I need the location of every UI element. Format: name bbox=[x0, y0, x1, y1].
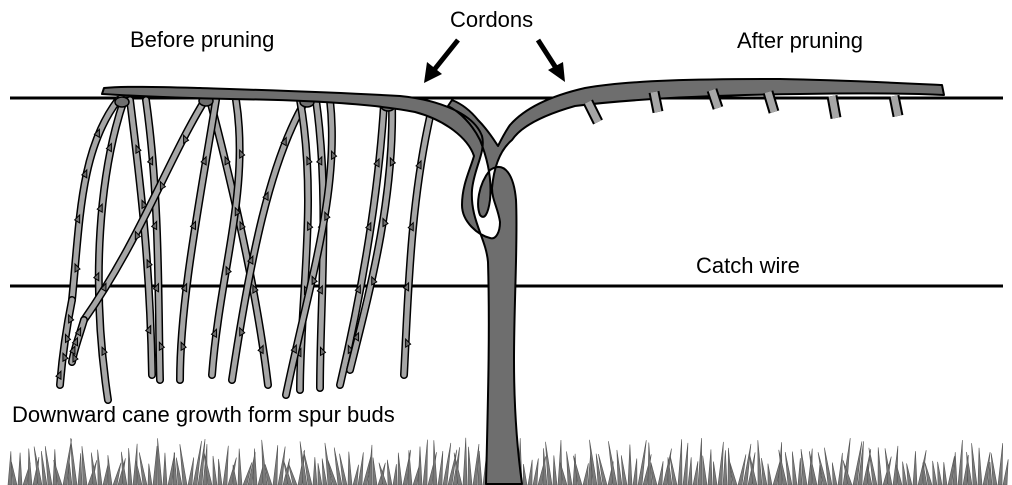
grass-blade bbox=[832, 463, 837, 485]
grass-blade bbox=[223, 446, 228, 485]
grass-blade bbox=[838, 453, 842, 485]
grass-blade bbox=[958, 440, 962, 485]
label-after-pruning: After pruning bbox=[737, 30, 863, 52]
grass-blade bbox=[978, 448, 982, 485]
spur bbox=[894, 96, 898, 116]
grass-blade bbox=[188, 457, 194, 485]
grass-blade bbox=[433, 440, 437, 485]
label-before-pruning: Before pruning bbox=[130, 29, 274, 51]
grass-blade bbox=[273, 445, 278, 485]
grass-blade bbox=[693, 461, 698, 485]
grass-blade bbox=[418, 446, 422, 485]
grass-blade bbox=[8, 451, 12, 485]
grass-blade bbox=[1003, 459, 1008, 485]
grass-blade bbox=[158, 438, 162, 485]
grass-blade bbox=[723, 450, 727, 485]
grass-blade bbox=[78, 453, 82, 485]
grass-blade bbox=[128, 448, 132, 485]
grass-blade bbox=[353, 465, 359, 485]
grass-blade bbox=[313, 457, 317, 485]
grass-blade bbox=[523, 464, 527, 485]
grass-blade bbox=[528, 460, 532, 485]
grass-blade bbox=[238, 449, 242, 485]
grass-blade bbox=[758, 440, 762, 485]
label-cordons: Cordons bbox=[450, 9, 533, 31]
grass-blade bbox=[972, 443, 977, 485]
arrow-right bbox=[538, 40, 556, 68]
grass-blade bbox=[792, 451, 797, 485]
grass-blade bbox=[398, 453, 402, 485]
cordon-arrows bbox=[424, 40, 565, 83]
spur bbox=[588, 102, 598, 122]
cordon-knob bbox=[115, 97, 129, 107]
grass-blade bbox=[698, 438, 702, 485]
grass-blade bbox=[933, 461, 937, 485]
grass-blade bbox=[533, 458, 538, 485]
grass-blade bbox=[943, 462, 947, 485]
grass-blade bbox=[798, 458, 802, 485]
grass-blade bbox=[713, 462, 717, 485]
grass-blade bbox=[18, 453, 22, 485]
grass-blade bbox=[678, 439, 682, 485]
grass-blade bbox=[633, 459, 637, 485]
grass-blade bbox=[358, 452, 363, 485]
grass-blade bbox=[998, 443, 1003, 485]
grass-blade bbox=[82, 446, 87, 485]
grass-blade bbox=[628, 444, 632, 485]
grass-blade bbox=[768, 464, 772, 485]
grass-blade bbox=[703, 456, 707, 485]
grass-blade bbox=[71, 438, 77, 485]
grass-blade bbox=[907, 463, 912, 485]
grass-blade bbox=[387, 460, 392, 485]
grass-blade bbox=[718, 442, 723, 485]
grass-blade bbox=[218, 459, 222, 485]
grass-blade bbox=[253, 449, 257, 485]
label-catch-wire: Catch wire bbox=[696, 255, 800, 277]
hanging-canes bbox=[56, 96, 432, 400]
spur bbox=[832, 96, 836, 118]
grass-blade bbox=[98, 450, 102, 485]
grass-blade bbox=[163, 453, 167, 485]
grass-blade bbox=[913, 451, 917, 485]
grass-blade bbox=[567, 451, 572, 485]
grass-blade bbox=[438, 451, 443, 485]
grass-blade bbox=[583, 463, 588, 485]
spur bbox=[654, 92, 658, 112]
grass-blade bbox=[878, 447, 882, 485]
grass-blade bbox=[708, 449, 712, 485]
grass-blade bbox=[553, 455, 557, 485]
grass-blade bbox=[893, 446, 898, 485]
grass-blade bbox=[11, 462, 17, 485]
grass-blade bbox=[213, 456, 217, 485]
grass-blade bbox=[153, 446, 157, 485]
grass-blade bbox=[761, 458, 767, 485]
grass-blade bbox=[373, 457, 377, 485]
label-downward-cane-growth: Downward cane growth form spur buds bbox=[12, 404, 395, 426]
grass-blade bbox=[108, 455, 112, 485]
grass-blade bbox=[393, 464, 397, 485]
grass-blade bbox=[621, 455, 627, 485]
grass-blade bbox=[658, 461, 663, 485]
grass-blade bbox=[468, 447, 472, 485]
grass-blade bbox=[148, 464, 152, 485]
grass-blade bbox=[28, 448, 32, 485]
grass-blade bbox=[423, 440, 427, 485]
grass-blade bbox=[617, 450, 622, 485]
grass-blade bbox=[348, 452, 352, 485]
grass-blade bbox=[991, 453, 997, 485]
grass-blade bbox=[558, 440, 562, 485]
grass-blade bbox=[318, 463, 322, 485]
arrow-left bbox=[434, 40, 458, 70]
grass-blade bbox=[938, 462, 942, 485]
grass-blade bbox=[463, 438, 467, 485]
grass-blade bbox=[683, 443, 688, 485]
grass-blade bbox=[278, 447, 285, 485]
grass-blade bbox=[688, 457, 692, 485]
grass-blade bbox=[785, 452, 792, 485]
grass-blade bbox=[903, 462, 907, 485]
